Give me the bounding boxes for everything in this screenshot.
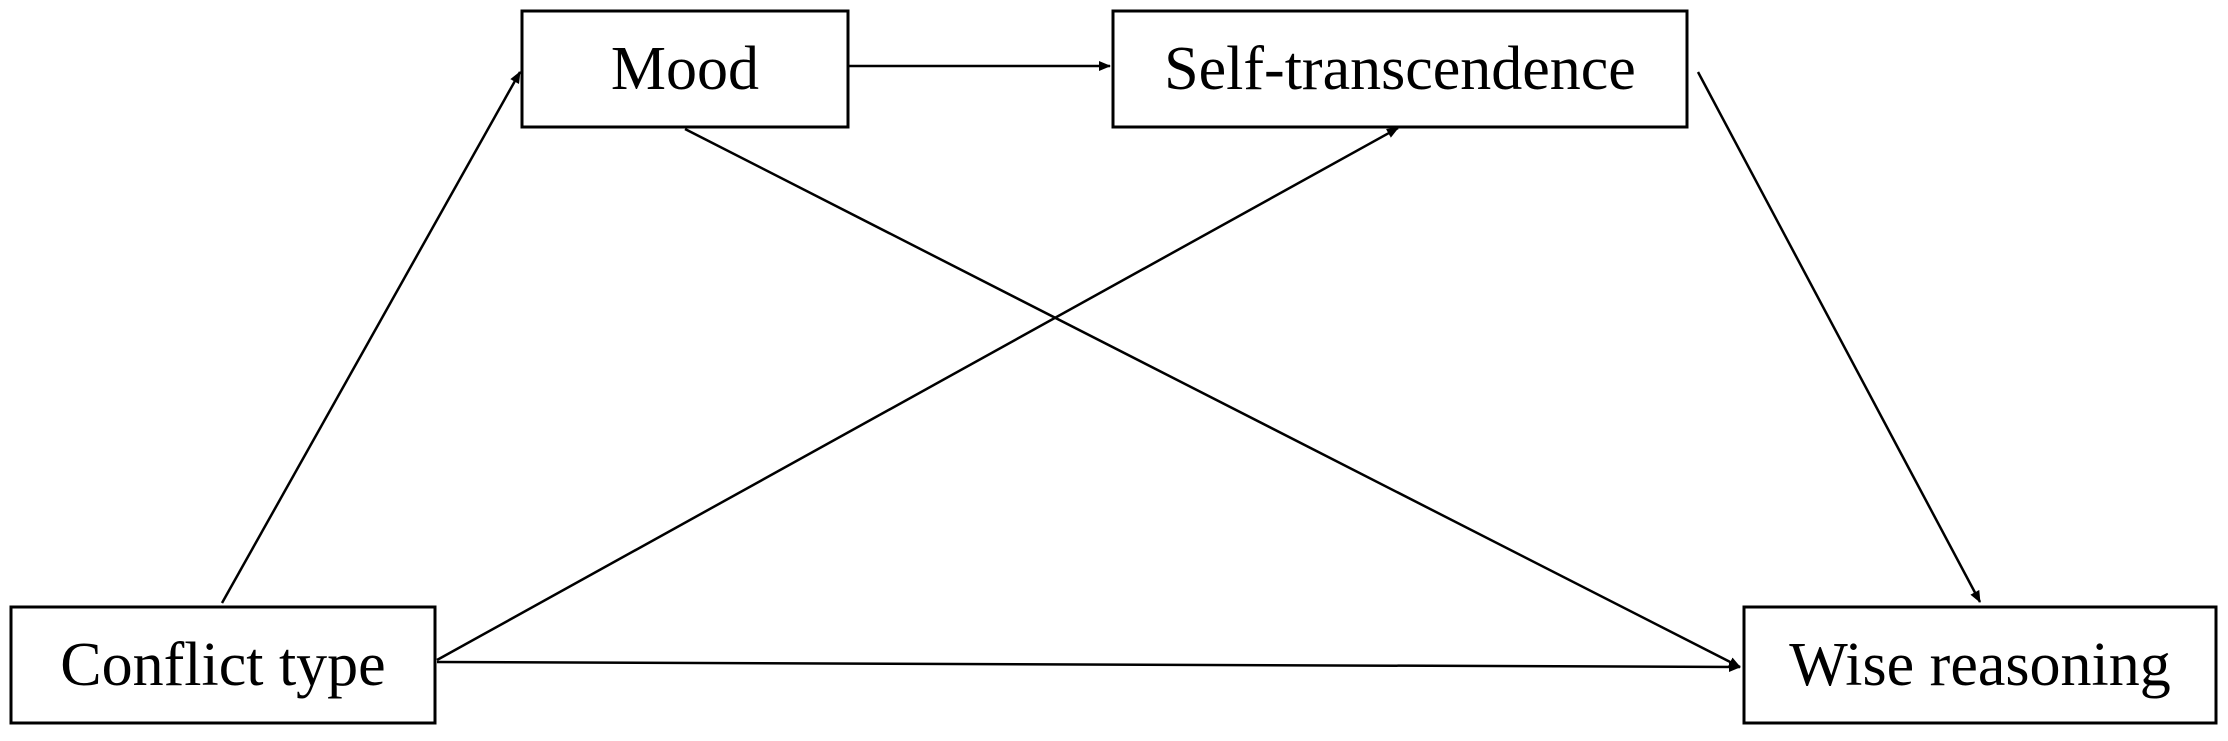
arrow-conflict-type-to-self-transcendence bbox=[436, 126, 1399, 662]
arrow-conflict-type-to-mood bbox=[220, 71, 522, 604]
node-wise-reasoning-box bbox=[1742, 605, 2218, 725]
node-self-transcendence: Self-transcendence bbox=[1111, 9, 1689, 129]
node-conflict-type: Conflict type bbox=[9, 605, 437, 725]
node-conflict-type-label: Conflict type bbox=[60, 631, 385, 699]
node-conflict-type-box bbox=[9, 605, 437, 725]
node-wise-reasoning: Wise reasoning bbox=[1742, 605, 2218, 725]
node-self-transcendence-box bbox=[1111, 9, 1689, 129]
node-self-transcendence-label: Self-transcendence bbox=[1164, 35, 1636, 103]
node-wise-reasoning-label: Wise reasoning bbox=[1789, 631, 2170, 699]
node-mood: Mood bbox=[520, 9, 850, 129]
node-mood-box bbox=[520, 9, 850, 129]
arrow-mood-to-wise-reasoning bbox=[684, 127, 1741, 669]
arrow-conflict-type-to-wise-reasoning bbox=[436, 660, 1741, 672]
edges bbox=[220, 61, 1982, 672]
node-mood-label: Mood bbox=[611, 35, 759, 103]
arrow-self-transcendence-to-wise-reasoning bbox=[1696, 71, 1982, 603]
